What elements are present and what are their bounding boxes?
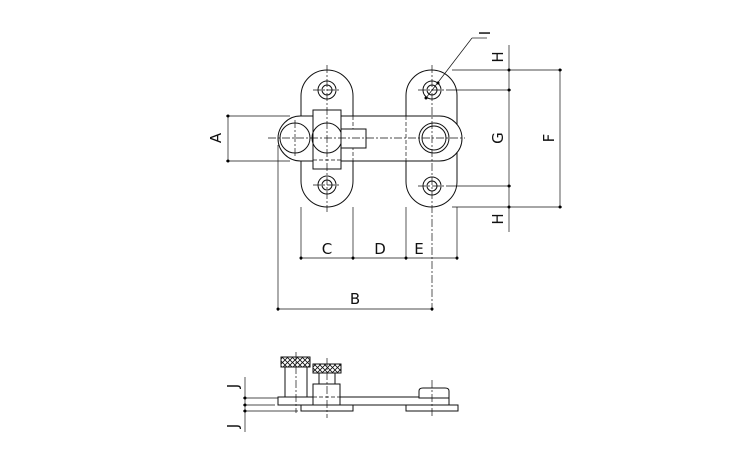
- dim-label-a: A: [207, 132, 225, 143]
- knurled-knob-1: [280, 356, 311, 368]
- latch-bar-side: [277, 396, 450, 406]
- latch-pin: [340, 128, 367, 149]
- dim-label-h-bottom: H: [489, 213, 507, 224]
- dim-label-g: G: [489, 132, 507, 144]
- dim-label-i: I: [476, 31, 494, 35]
- dim-label-d: D: [374, 240, 386, 258]
- dim-label-c: C: [322, 240, 332, 258]
- dim-label-h-top: H: [489, 51, 507, 62]
- dim-label-e: E: [414, 240, 423, 258]
- slider-block-side: [312, 383, 341, 406]
- dimensions: A C D E B H G F H I: [207, 31, 562, 311]
- dim-label-j-top: J: [224, 384, 242, 389]
- top-view: [268, 65, 465, 312]
- receiver-side: [418, 387, 450, 399]
- dim-label-f: F: [540, 134, 558, 143]
- dim-label-j-bottom: J: [224, 424, 242, 429]
- dim-label-b: B: [350, 290, 360, 308]
- side-view: J J: [224, 352, 459, 432]
